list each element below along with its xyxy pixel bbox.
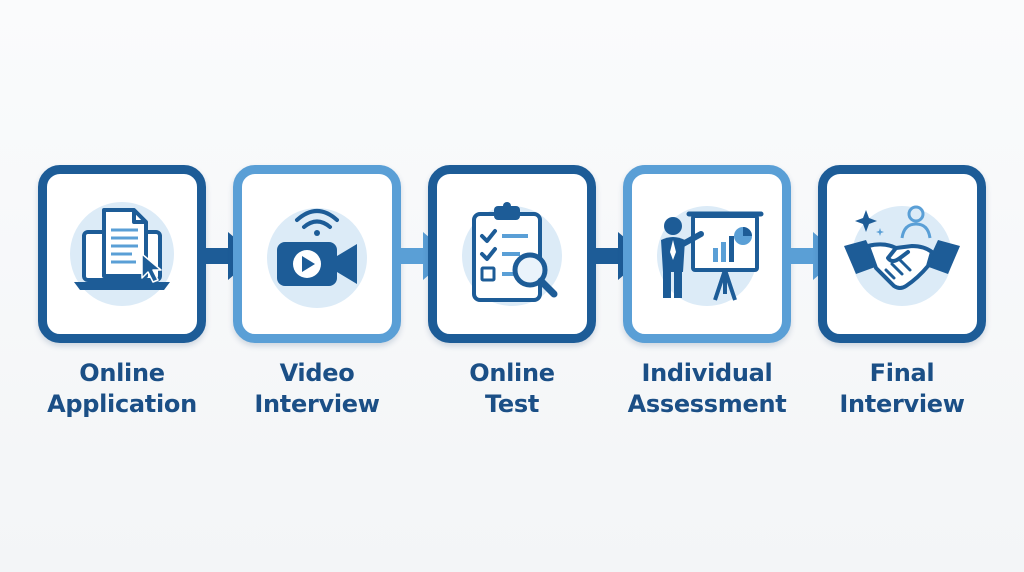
handshake-icon [844,205,960,306]
label-line-2: Assessment [627,390,787,418]
step-label-video-interview: Video Interview [217,358,417,420]
step-label-online-application: Online Application [22,358,222,420]
label-line-1: Final [869,359,935,387]
laptop-document-cursor-icon [70,202,174,306]
step-individual-assessment [623,165,791,343]
video-camera-icon [267,208,367,308]
label-line-1: Online [79,359,165,387]
step-online-test [428,165,596,343]
label-line-2: Interview [254,390,380,418]
step-final-interview [818,165,986,343]
step-label-individual-assessment: Individual Assessment [607,358,807,420]
step-label-online-test: Online Test [412,358,612,420]
label-line-1: Online [469,359,555,387]
presenter-chart-icon [657,206,764,306]
step-label-final-interview: Final Interview [802,358,1002,420]
step-online-application [38,165,206,343]
label-line-1: Individual [641,359,773,387]
label-line-2: Interview [839,390,965,418]
label-line-2: Application [47,390,197,418]
step-video-interview [233,165,401,343]
clipboard-checklist-magnifier-icon [462,202,562,306]
label-line-2: Test [484,390,540,418]
label-line-1: Video [279,359,355,387]
